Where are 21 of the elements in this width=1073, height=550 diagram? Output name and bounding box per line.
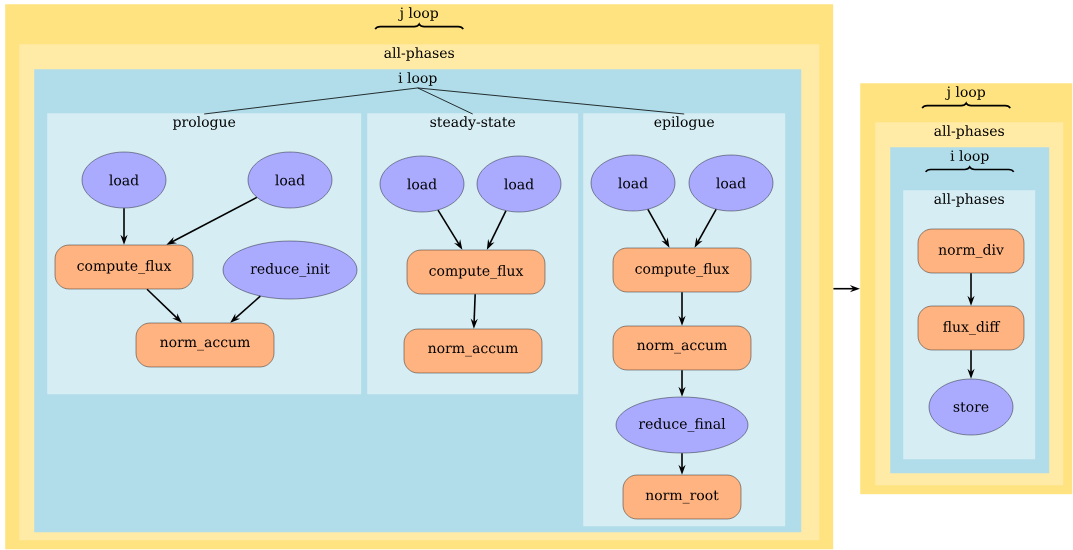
ellipse-node: reduce_init <box>222 240 358 300</box>
ellipse-node: load <box>81 151 167 209</box>
ellipse-node: reduce_final <box>615 396 749 454</box>
ellipse-node: load <box>688 154 774 212</box>
ellipse-node: load <box>476 155 562 213</box>
connector-line <box>417 87 685 115</box>
ellipse-node: load <box>590 154 676 212</box>
rounded-box: compute_flux <box>612 247 752 293</box>
rounded-box: norm_accum <box>612 325 752 371</box>
connector-line <box>203 87 419 115</box>
rounded-box: compute_flux <box>54 244 194 290</box>
rounded-box: norm_accum <box>403 328 543 374</box>
connector-line <box>417 87 474 115</box>
ellipse-node: store <box>928 378 1014 436</box>
ellipse-node: load <box>247 151 333 209</box>
rounded-box: norm_root <box>622 474 742 520</box>
rounded-box: compute_flux <box>406 249 546 295</box>
rounded-box: norm_div <box>917 228 1025 274</box>
ellipse-node: load <box>379 155 465 213</box>
rounded-box: flux_diff <box>917 305 1025 351</box>
rounded-box: norm_accum <box>135 322 275 368</box>
